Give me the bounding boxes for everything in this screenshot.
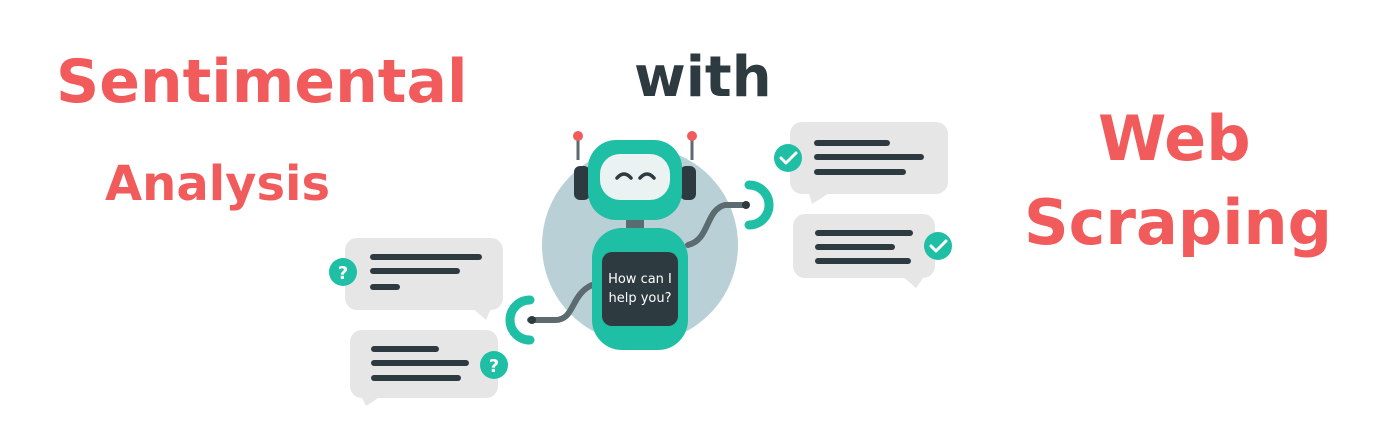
title-analysis: Analysis: [105, 156, 331, 212]
question-icon: ?: [480, 351, 508, 379]
title-with: with: [634, 45, 772, 110]
check-icon: [924, 232, 952, 260]
robot-right-arm: [685, 180, 774, 248]
check-icon: [774, 144, 802, 172]
robot-screen-text-line2: help you?: [608, 291, 671, 306]
title-scraping: Scraping: [1024, 186, 1332, 259]
chat-bubble-left-top: [345, 238, 503, 320]
title-sentimental: Sentimental: [56, 47, 468, 117]
robot-screen: [602, 252, 678, 326]
robot-body: How can I help you?: [592, 228, 688, 350]
svg-text:?: ?: [489, 356, 499, 377]
chat-bubble-left-bottom: [350, 330, 498, 406]
robot-head: [573, 131, 697, 230]
svg-text:?: ?: [338, 263, 348, 284]
question-icon: ?: [329, 258, 357, 286]
robot-left-arm: [505, 282, 595, 345]
chat-bubble-right-bottom: [793, 214, 935, 288]
title-web: Web: [1098, 102, 1251, 175]
robot-screen-text-line1: How can I: [608, 272, 672, 287]
chat-bubble-right-top: [790, 122, 948, 204]
